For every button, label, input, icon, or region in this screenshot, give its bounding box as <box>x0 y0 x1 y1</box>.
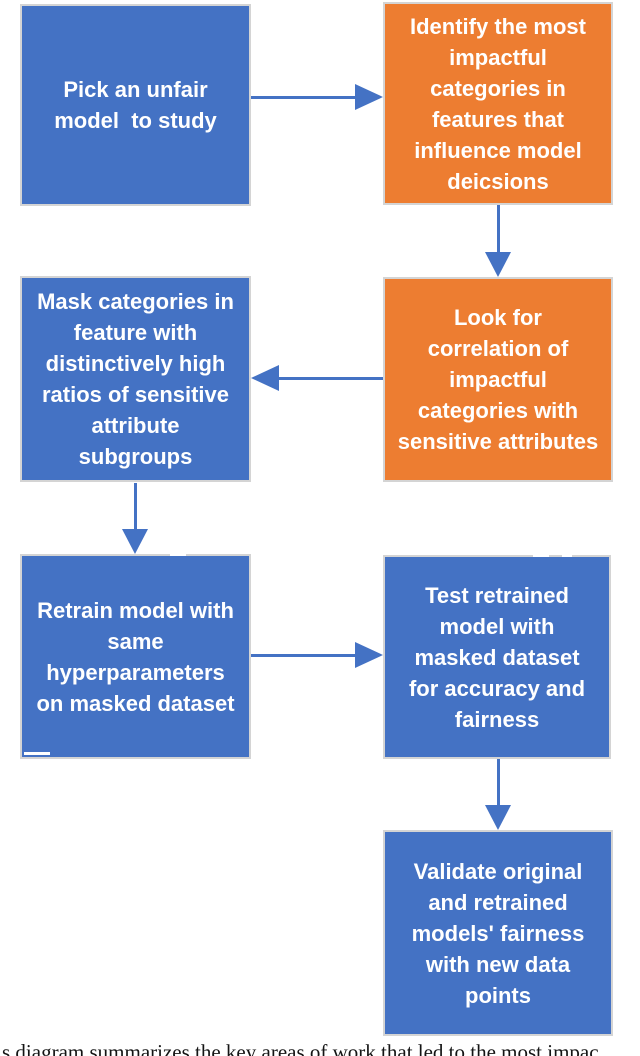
artifact-dash <box>562 552 572 557</box>
flow-step-retrain-model: Retrain model with same hyperparameters … <box>20 554 251 759</box>
arrowhead-left-icon <box>251 365 279 391</box>
flow-step-mask-categories: Mask categories in feature with distinct… <box>20 276 251 482</box>
arrowhead-right-icon <box>355 84 383 110</box>
flow-step-test-retrained: Test retrained model with masked dataset… <box>383 555 611 759</box>
artifact-dash <box>24 752 50 755</box>
arrowhead-right-icon <box>355 642 383 668</box>
flow-step-pick-model: Pick an unfair model to study <box>20 4 251 206</box>
arrowhead-down-icon <box>122 529 148 554</box>
flow-step-identify-categories: Identify the most impactful categories i… <box>383 2 613 205</box>
figure-caption: s diagram summarizes the key areas of wo… <box>2 1040 599 1056</box>
artifact-dash <box>170 552 186 556</box>
flow-step-validate-models: Validate original and retrained models' … <box>383 830 613 1036</box>
flow-step-look-correlation: Look for correlation of impactful catego… <box>383 277 613 482</box>
artifact-dash <box>533 553 549 557</box>
arrowhead-down-icon <box>485 805 511 830</box>
arrowhead-down-icon <box>485 252 511 277</box>
